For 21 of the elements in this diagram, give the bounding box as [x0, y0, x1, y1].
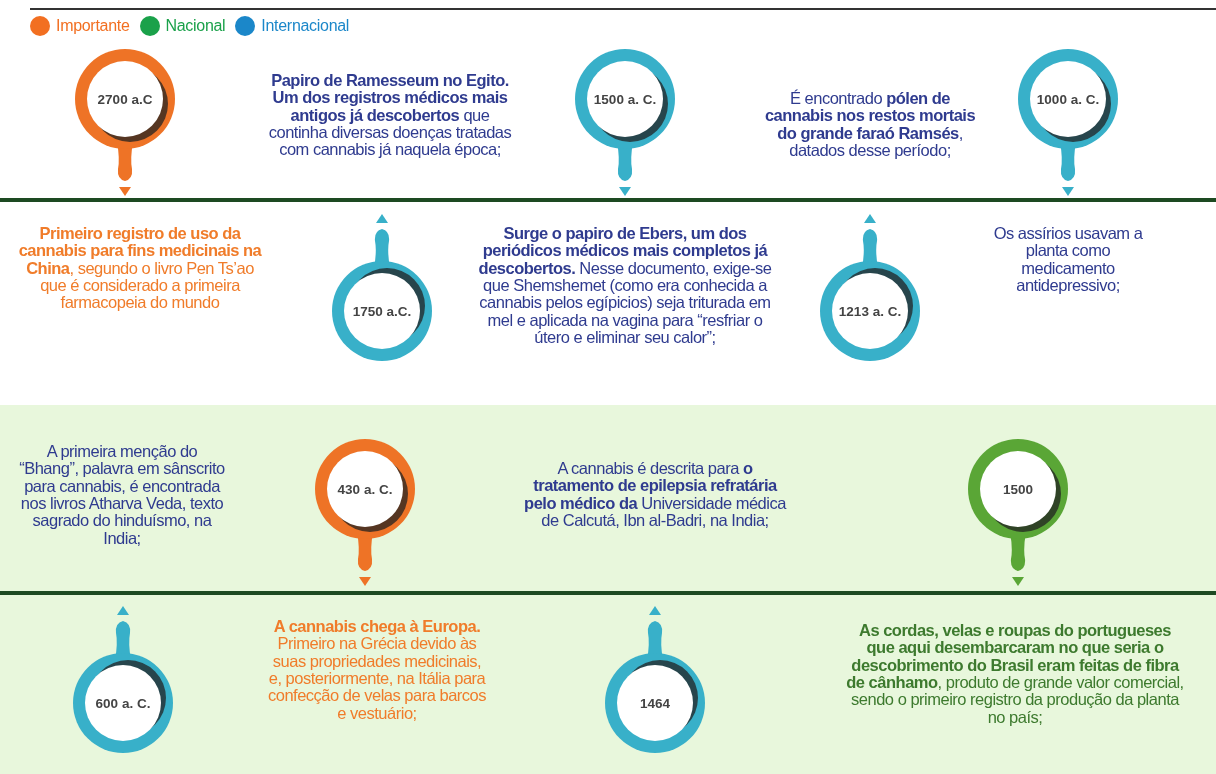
date-label: 1213 a. C.	[838, 303, 902, 319]
date-label: 1750 a.C.	[352, 303, 412, 319]
date-label: 1500	[1003, 481, 1033, 497]
event-description: É encontrado pólen de cannabis nos restos mortais do grande faraó Ramsés, datados desse período;	[763, 90, 977, 160]
legend-label: Nacional	[165, 17, 226, 35]
event-description: A primeira menção do “Bhang”, palavra em sânscrito para cannabis, é encontrada nos livros Atharva Veda, texto sagrado do hinduísmo, na India;	[18, 443, 226, 547]
event-description: As cordas, velas e roupas do portugueses que aqui desembarcaram no que seria o descobrimento do Brasil eram feitas de fibra de cânhamo, produto de grande valor comercial, sendo o primeiro registro da produção da planta no país;	[845, 622, 1185, 726]
legend-label: Importante	[56, 17, 130, 35]
event-description: Primeiro registro de uso da cannabis para fins medicinais na China, segundo o livro Pen Ts’ao que é considerado a primeira farmacopeia do mundo	[17, 225, 263, 312]
date-label: 2700 a.C	[97, 91, 153, 107]
event-description: Papiro de Ramesseum no Egito. Um dos registros médicos mais antigos já descobertos que continha diversas doenças tratadas com cannabis já naquela época;	[267, 72, 513, 159]
event-description: A cannabis é descrita para o tratamento de epilepsia refratária pelo médico da Universidade médica de Calcutá, Ibn al-Badri, na India;	[523, 460, 788, 530]
event-description: A cannabis chega à Europa. Primeiro na Grécia devido às suas propriedades medicinais, e, posteriormente, na Itália para confecção de velas para barcos e vestuário;	[267, 618, 487, 722]
legend-label: Internacional	[261, 17, 350, 35]
date-label: 1000 a. C.	[1036, 91, 1100, 107]
date-label: 1500 a. C.	[593, 91, 657, 107]
date-label: 600 a. C.	[95, 695, 151, 711]
date-label: 430 a. C.	[337, 481, 393, 497]
date-label: 1464	[640, 695, 670, 711]
event-description: Os assírios usavam a planta como medicamento antidepressivo;	[992, 225, 1144, 295]
event-description: Surge o papiro de Ebers, um dos periódicos médicos mais completos já descobertos. Nesse documento, exige-se que Shemshemet (como era conhecida a cannabis pelos egípicios) seja triturada em mel e aplicada na vagina para “resfriar o útero e eliminar seu calor”;	[477, 225, 773, 347]
